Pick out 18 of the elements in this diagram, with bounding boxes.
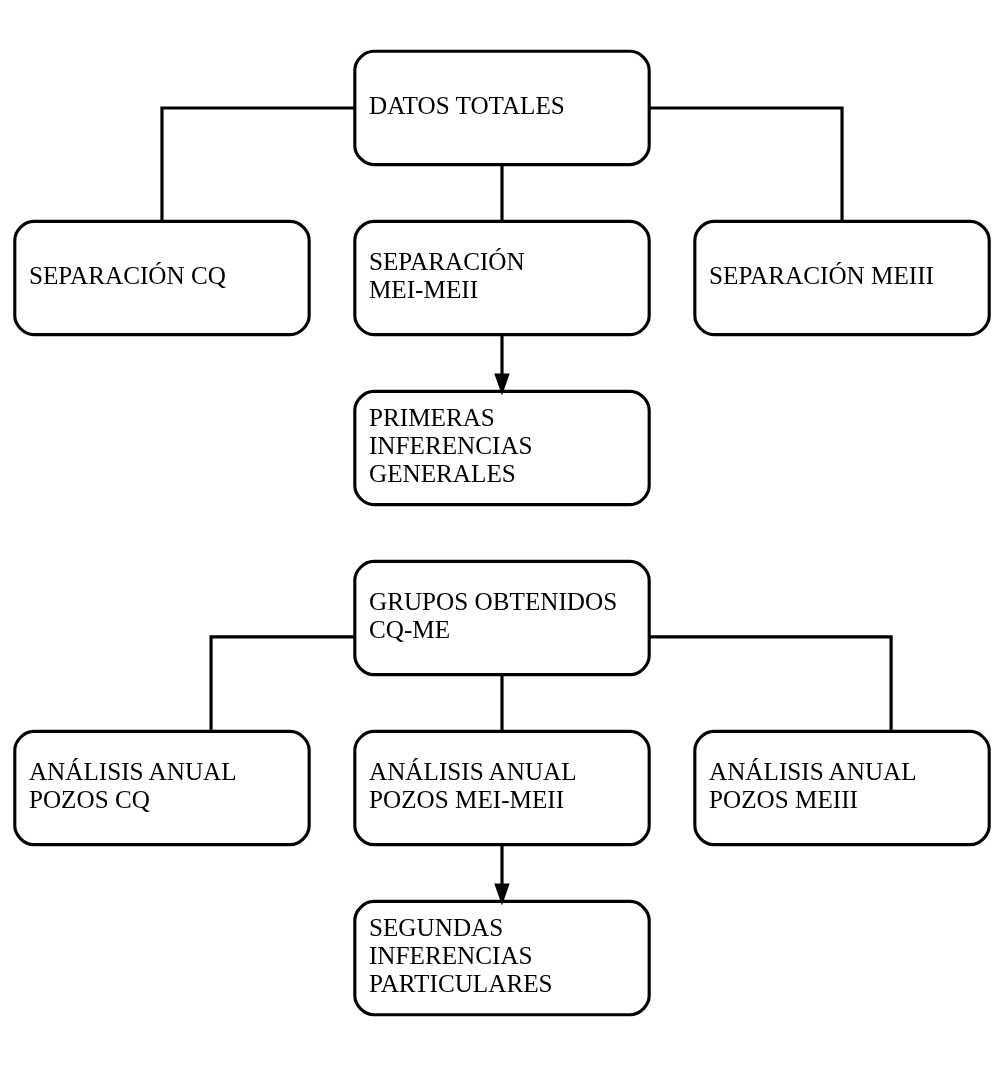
connector	[209, 635, 355, 732]
node-box: ANÁLISIS ANUAL POZOS MEIII	[693, 729, 991, 847]
node-box: DATOS TOTALES	[353, 49, 651, 167]
connector	[500, 675, 504, 731]
node-box: ANÁLISIS ANUAL POZOS MEI-MEII	[353, 729, 651, 847]
node-box: ANÁLISIS ANUAL POZOS CQ	[13, 729, 311, 847]
connector	[649, 106, 844, 221]
connector	[649, 635, 893, 732]
connector	[160, 106, 355, 221]
node-box: SEPARACIÓN MEI-MEII	[353, 219, 651, 337]
node-box: SEGUNDAS INFERENCIAS PARTICULARES	[353, 899, 651, 1017]
node-box: SEPARACIÓN MEIII	[693, 219, 991, 337]
arrow	[494, 335, 510, 396]
node-box: SEPARACIÓN CQ	[13, 219, 311, 337]
node-box: PRIMERAS INFERENCIAS GENERALES	[353, 389, 651, 507]
arrow	[494, 845, 510, 906]
node-box: GRUPOS OBTENIDOS CQ-ME	[353, 559, 651, 677]
connector	[500, 165, 504, 221]
